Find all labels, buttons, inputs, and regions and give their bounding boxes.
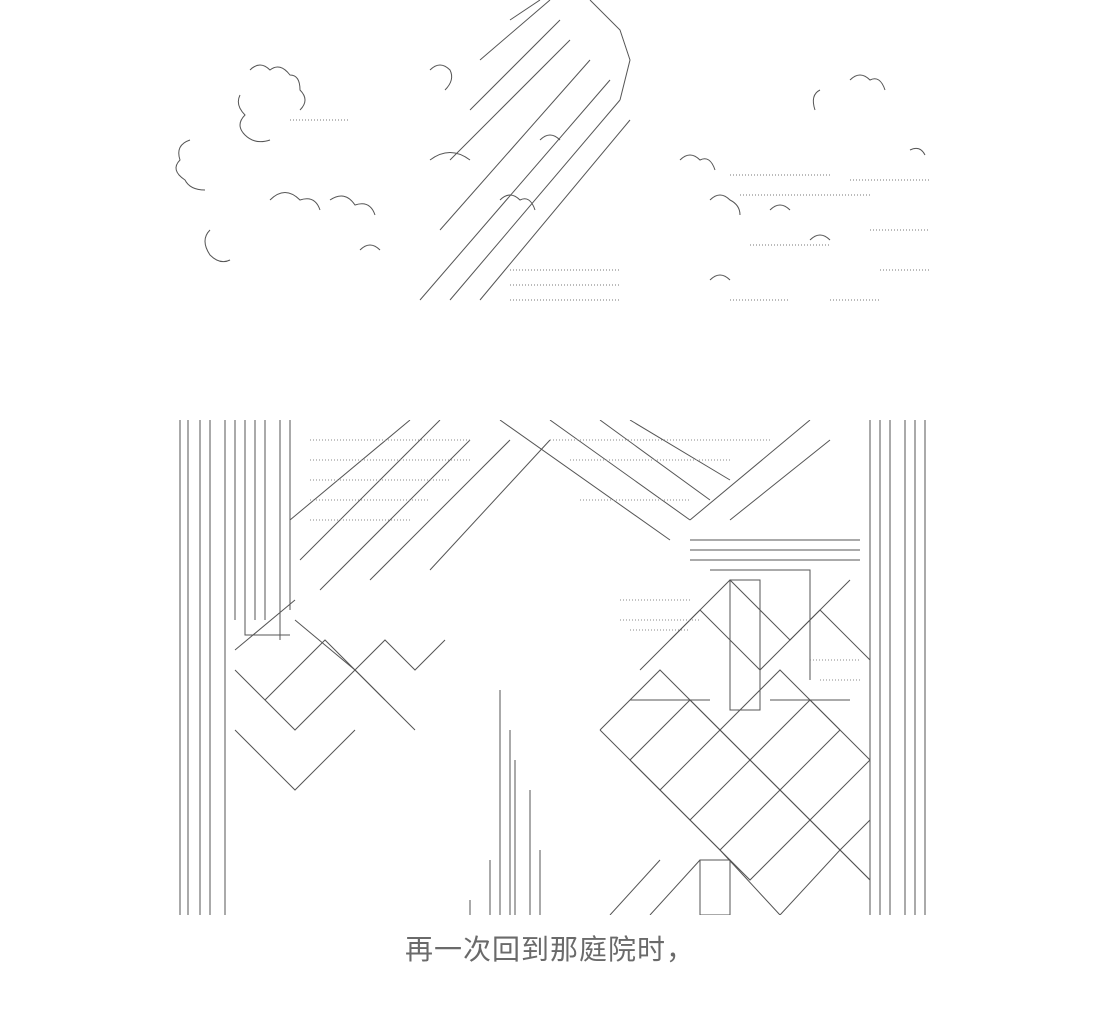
mountain-clouds-ascii-art bbox=[175, 0, 930, 301]
courtyard-gate-ascii-art bbox=[179, 420, 926, 915]
caption-text: 再一次回到那庭院时， bbox=[404, 933, 695, 966]
